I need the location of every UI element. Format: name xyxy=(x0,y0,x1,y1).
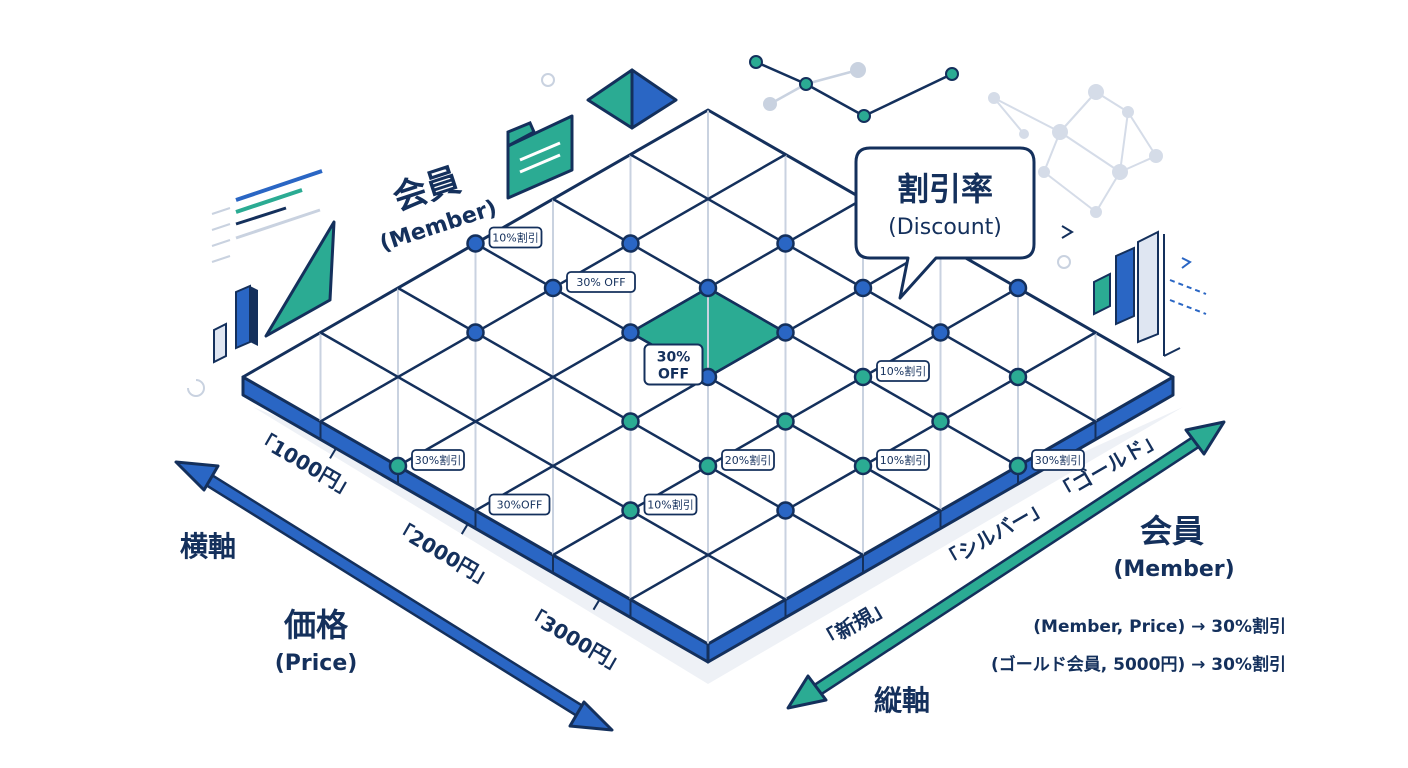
node-blue xyxy=(853,278,873,298)
triangle-icon xyxy=(264,220,336,338)
node-teal xyxy=(776,412,795,431)
node-teal xyxy=(931,412,950,431)
node-teal xyxy=(388,456,408,476)
pyramid-icon xyxy=(586,68,678,130)
node-blue xyxy=(931,323,950,342)
bar-lines-icon xyxy=(211,169,323,263)
price-tick-mark xyxy=(329,447,337,459)
member-axis-right-title: 会員 xyxy=(1140,512,1204,550)
member-axis-right-sub: (Member) xyxy=(1113,557,1234,582)
discount-tag-label: 30%割引 xyxy=(1035,453,1081,467)
decorative-graphics xyxy=(187,55,1207,397)
discount-tag-label: 10%割引 xyxy=(880,364,926,378)
vertical-axis-label: 縦軸 xyxy=(874,684,930,717)
node-teal xyxy=(1008,367,1028,387)
node-teal xyxy=(853,367,873,387)
price-axis-title: 価格 xyxy=(283,606,349,644)
node-blue xyxy=(698,278,718,298)
formula-line-2: (ゴールド会員, 5000円) → 30%割引 xyxy=(991,654,1286,675)
horizontal-axis-label: 横軸 xyxy=(180,530,236,563)
highlight-tag-line2: OFF xyxy=(658,367,689,383)
discount-tag xyxy=(488,226,543,249)
discount-tag xyxy=(566,271,636,293)
node-blue xyxy=(1008,278,1028,298)
node-teal xyxy=(698,456,718,476)
discount-tag xyxy=(876,360,930,382)
network-icon xyxy=(749,55,959,123)
callout-title: 割引率 xyxy=(897,170,993,208)
discount-tag-label: 10%割引 xyxy=(492,231,538,245)
price-tick-mark xyxy=(592,599,601,611)
callout-subtitle: (Discount) xyxy=(888,215,1002,240)
highlight-tag xyxy=(643,343,704,386)
discount-tag xyxy=(488,493,551,516)
price-axis-arrow xyxy=(174,460,614,732)
bar-chart-icon xyxy=(213,284,258,364)
discount-callout: 割引率 (Discount) xyxy=(854,146,1036,300)
discount-tag xyxy=(411,449,465,471)
node-teal xyxy=(621,412,640,431)
discount-tag-label: 10%割引 xyxy=(880,453,926,467)
node-blue xyxy=(776,501,795,520)
discount-tag-label: 10%割引 xyxy=(647,498,693,512)
discount-tag xyxy=(721,449,775,471)
discount-tag-label: 30% OFF xyxy=(576,276,625,289)
isometric-grid-board: 10%割引 30% OFF 10%割引 30%割引 20%割引 30%OFF 10%割引 10… xyxy=(241,108,1183,684)
discount-tag-label: 20%割引 xyxy=(725,453,771,467)
node-blue xyxy=(543,278,563,298)
discount-tag xyxy=(876,449,930,471)
node-teal xyxy=(1008,456,1028,476)
node-blue xyxy=(776,323,795,342)
discount-tag-label: 30%割引 xyxy=(415,453,461,467)
folder-icon xyxy=(506,114,574,200)
node-blue xyxy=(776,234,795,253)
node-blue xyxy=(621,234,640,253)
price-axis-sub: (Price) xyxy=(275,651,358,676)
discount-tag xyxy=(1031,449,1085,471)
node-blue xyxy=(466,323,485,342)
node-teal xyxy=(853,456,873,476)
loop-icon xyxy=(187,379,205,397)
discount-tag-label: 30%OFF xyxy=(497,499,543,512)
molecule-icon xyxy=(988,84,1163,218)
discount-tag xyxy=(643,493,698,516)
node-blue xyxy=(621,323,640,342)
node-teal xyxy=(621,501,640,520)
price-tick-mark xyxy=(460,523,469,535)
member-axis-arrow xyxy=(786,420,1226,710)
formula-line-1: (Member, Price) → 30%割引 xyxy=(1033,616,1286,637)
bar-chart-right-icon xyxy=(1057,225,1207,357)
node-blue xyxy=(466,234,485,253)
highlight-tag-line1: 30% xyxy=(657,350,691,366)
